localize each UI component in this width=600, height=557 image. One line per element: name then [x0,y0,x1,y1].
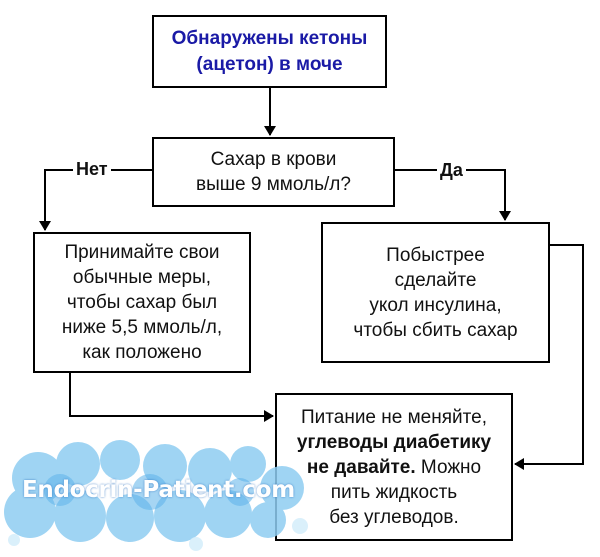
branch-label-yes: Да [437,160,466,181]
yes-action-line-1: Побыстрее [386,244,485,266]
final-line-2-bold: углеводы диабетику [296,431,492,453]
arrow-no-branch [39,169,152,231]
no-action-line-1: Принимайте свои [64,242,220,263]
yes-action-line-4: чтобы сбить сахар [353,319,518,341]
watermark-bubbles [4,440,308,551]
no-action-box: Принимайте свои обычные меры, чтобы саха… [33,232,251,373]
arrow-yes-branch [395,169,511,221]
final-line-3-rest: Можно [415,456,482,478]
final-advice-box: Питание не меняйте, углеводы диабетику н… [275,393,513,541]
start-text-line-2: (ацетон) в моче [196,53,343,75]
start-text-line-1: Обнаружены кетоны [171,27,368,49]
arrow-no-to-final [69,373,274,422]
final-line-5: без углеводов. [329,506,459,528]
final-line-4: пить жидкость [330,481,458,503]
no-action-line-5: как положено [82,342,202,363]
no-action-line-2: обычные меры, [72,267,212,288]
final-line-1: Питание не меняйте, [301,406,487,428]
decision-text-line-1: Сахар в крови [210,149,337,170]
no-action-line-4: ниже 5,5 ммоль/л, [61,317,223,338]
watermark-text: Endocrin-Patient.com [22,477,295,503]
start-box-ketones-detected: Обнаружены кетоны (ацетон) в моче [152,15,387,88]
no-action-line-3: чтобы сахар был [66,292,218,313]
yes-action-box: Побыстрее сделайте укол инсулина, чтобы … [321,222,550,363]
yes-action-line-2: сделайте [394,269,477,291]
final-line-3-bold: не давайте. [306,456,416,478]
decision-text-line-2: выше 9 ммоль/л? [196,174,351,195]
branch-label-no: Нет [73,159,111,180]
yes-action-line-3: укол инсулина, [369,294,502,316]
final-line-3: не давайте. Можно [297,455,491,480]
arrow-yes-to-final [514,244,584,470]
decision-box-blood-sugar: Сахар в крови выше 9 ммоль/л? [152,137,395,207]
